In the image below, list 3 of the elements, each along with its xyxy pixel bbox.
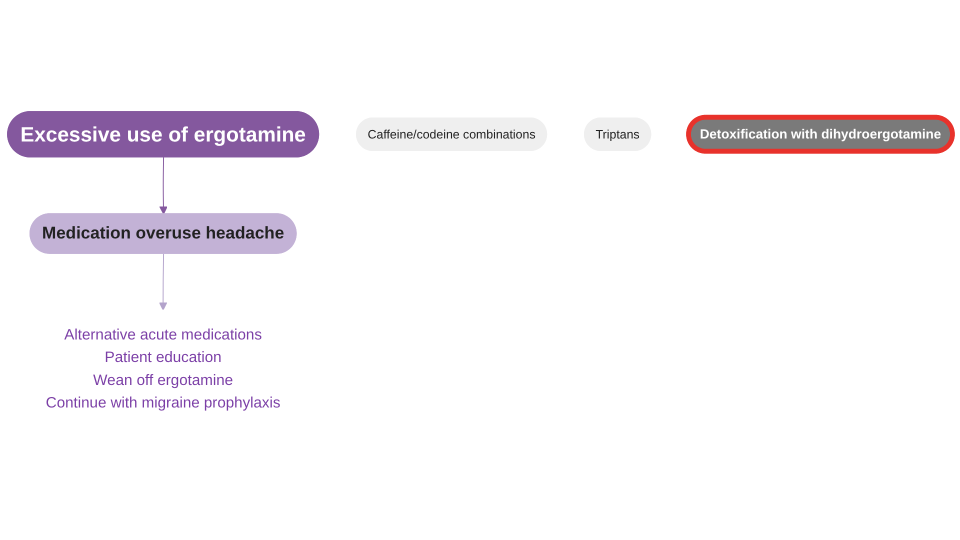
arrow: [158, 252, 168, 310]
node-text: Alternative acute medications Patient education Wean off ergotamine Continue with migraine prophylaxis: [46, 326, 280, 411]
arrow: [159, 156, 168, 214]
